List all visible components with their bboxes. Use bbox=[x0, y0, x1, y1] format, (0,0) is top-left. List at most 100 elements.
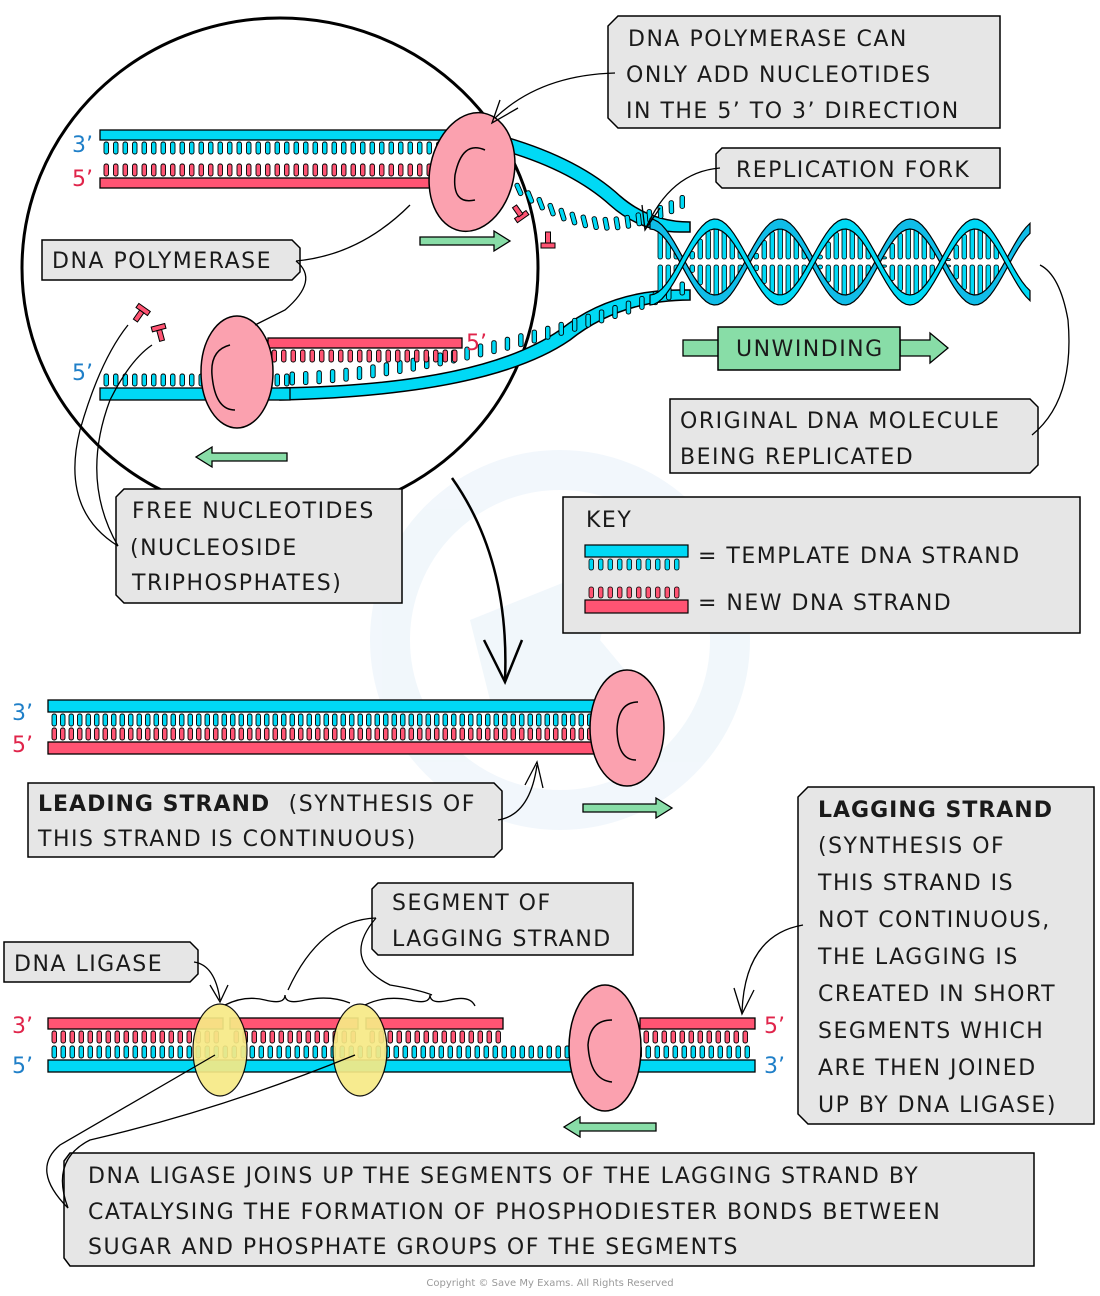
base bbox=[217, 163, 223, 177]
base bbox=[432, 1030, 438, 1044]
base bbox=[417, 141, 423, 155]
callout-line bbox=[61, 1054, 356, 1209]
base bbox=[236, 141, 242, 155]
base bbox=[544, 713, 550, 727]
base bbox=[897, 264, 903, 292]
callout-line bbox=[46, 1054, 216, 1209]
base bbox=[204, 727, 210, 741]
base bbox=[681, 1045, 687, 1059]
base bbox=[735, 1045, 741, 1059]
base bbox=[442, 349, 448, 363]
base bbox=[303, 1045, 309, 1059]
base bbox=[113, 373, 119, 387]
base bbox=[661, 1030, 667, 1044]
base bbox=[420, 1045, 426, 1059]
base bbox=[426, 141, 432, 155]
base bbox=[724, 1030, 730, 1044]
callout-line bbox=[494, 72, 616, 119]
base bbox=[713, 264, 719, 298]
base bbox=[179, 163, 185, 177]
base bbox=[715, 1030, 721, 1044]
base bbox=[69, 1045, 75, 1059]
label-box-dna-ligase bbox=[3, 941, 199, 983]
base bbox=[636, 558, 642, 571]
base bbox=[697, 238, 703, 260]
end-label-bottom-5: 5’ bbox=[72, 361, 93, 386]
base bbox=[442, 727, 448, 741]
base bbox=[51, 713, 57, 727]
base bbox=[388, 163, 394, 177]
dna-polymerase-label: DNA POLYMERASE bbox=[52, 249, 272, 274]
helix-strand-front bbox=[649, 218, 1031, 306]
base bbox=[578, 727, 584, 741]
base bbox=[425, 727, 431, 741]
base bbox=[284, 141, 290, 155]
base bbox=[456, 1045, 462, 1059]
unwinding-label: UNWINDING bbox=[736, 337, 884, 362]
base bbox=[713, 226, 719, 260]
base bbox=[414, 349, 420, 363]
base bbox=[331, 141, 337, 155]
base bbox=[369, 141, 375, 155]
base bbox=[247, 727, 253, 741]
base bbox=[179, 727, 185, 741]
base bbox=[264, 713, 270, 727]
base bbox=[274, 373, 280, 387]
base bbox=[464, 346, 470, 361]
polymerase-direction-line-2: ONLY ADD NUCLEOTIDES bbox=[626, 63, 932, 88]
base bbox=[102, 713, 108, 727]
base bbox=[260, 1030, 266, 1044]
base bbox=[977, 264, 983, 298]
base bbox=[429, 1045, 435, 1059]
base bbox=[468, 713, 474, 727]
end-label-top-3: 3’ bbox=[72, 133, 93, 158]
base bbox=[977, 226, 983, 260]
end-label-bottom-new-5: 5’ bbox=[466, 331, 487, 356]
base bbox=[370, 364, 376, 379]
label-box-segment bbox=[371, 882, 634, 956]
base bbox=[302, 371, 309, 386]
dna-polymerase-leading bbox=[589, 669, 665, 787]
leading-strand-line-1: LEADING STRAND (SYNTHESIS OF bbox=[38, 792, 476, 817]
leading-strand-desc-1: (SYNTHESIS OF bbox=[289, 792, 476, 817]
base bbox=[312, 141, 318, 155]
base bbox=[123, 1045, 129, 1059]
segment-line-2: LAGGING STRAND bbox=[392, 927, 612, 952]
callout-line bbox=[287, 917, 377, 991]
base bbox=[284, 163, 290, 177]
key-new-swatch bbox=[584, 586, 689, 614]
base bbox=[285, 1045, 291, 1059]
base bbox=[217, 141, 223, 155]
base bbox=[663, 1045, 669, 1059]
base bbox=[383, 727, 389, 741]
base bbox=[670, 1030, 676, 1044]
base bbox=[708, 1045, 714, 1059]
base bbox=[385, 349, 391, 363]
base bbox=[230, 713, 236, 727]
bottom-new-strand bbox=[267, 337, 463, 363]
base bbox=[588, 586, 594, 599]
base bbox=[145, 713, 151, 727]
base bbox=[105, 1030, 111, 1044]
base bbox=[369, 163, 375, 177]
base bbox=[213, 727, 219, 741]
label-box-dna-polymerase bbox=[41, 239, 301, 281]
callout-line bbox=[360, 917, 433, 996]
base bbox=[51, 727, 57, 741]
zoom-arrowhead bbox=[482, 639, 524, 686]
base bbox=[742, 1030, 748, 1044]
base bbox=[510, 727, 516, 741]
base bbox=[60, 1030, 66, 1044]
dna-ligase-label: DNA LIGASE bbox=[14, 952, 163, 977]
base bbox=[417, 727, 423, 741]
segment-brace-1 bbox=[224, 994, 351, 1006]
base bbox=[150, 1030, 156, 1044]
base bbox=[347, 349, 353, 363]
base bbox=[179, 713, 185, 727]
base bbox=[689, 251, 695, 260]
base bbox=[60, 727, 66, 741]
base bbox=[319, 349, 325, 363]
dna-polymerase-lagging bbox=[568, 984, 642, 1112]
callout-arrowhead bbox=[733, 987, 755, 1016]
base bbox=[769, 230, 775, 260]
